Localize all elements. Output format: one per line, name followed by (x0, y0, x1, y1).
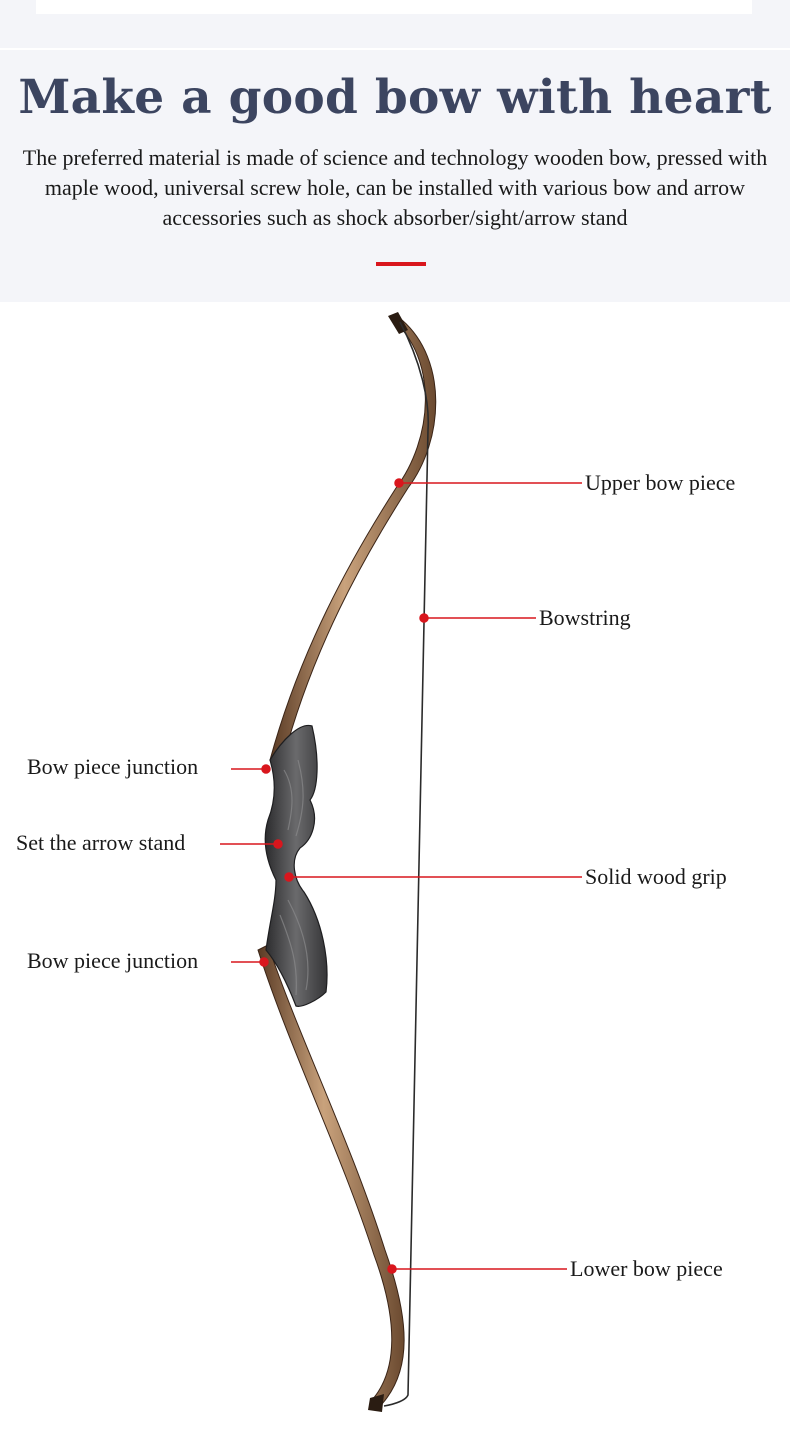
lower-limb (257, 944, 405, 1405)
top-card (36, 0, 752, 14)
bowstring (383, 321, 430, 1407)
dot-junction-top (261, 764, 271, 774)
label-set-arrow-stand: Set the arrow stand (16, 830, 186, 855)
label-upper-bow-piece: Upper bow piece (585, 470, 736, 495)
dot-junction-bottom (259, 957, 269, 967)
product-description: The preferred material is made of scienc… (22, 145, 768, 230)
dot-lower-bow-piece (387, 1264, 397, 1274)
riser (264, 724, 328, 1007)
label-bow-piece-junction-top: Bow piece junction (27, 754, 199, 779)
dot-bowstring (419, 613, 429, 623)
lower-tip (368, 1394, 384, 1412)
accent-underline (376, 262, 426, 266)
page-title: Make a good bow with heart (18, 70, 772, 125)
upper-limb (269, 317, 437, 761)
dot-arrow-stand (273, 839, 283, 849)
label-bow-piece-junction-bottom: Bow piece junction (27, 948, 199, 973)
label-solid-wood-grip: Solid wood grip (585, 864, 727, 889)
label-bowstring: Bowstring (539, 605, 631, 630)
label-lower-bow-piece: Lower bow piece (570, 1256, 723, 1281)
grip-grain (279, 759, 309, 996)
dot-solid-wood-grip (284, 872, 294, 882)
dot-upper-bow-piece (394, 478, 404, 488)
header-section (0, 50, 790, 302)
